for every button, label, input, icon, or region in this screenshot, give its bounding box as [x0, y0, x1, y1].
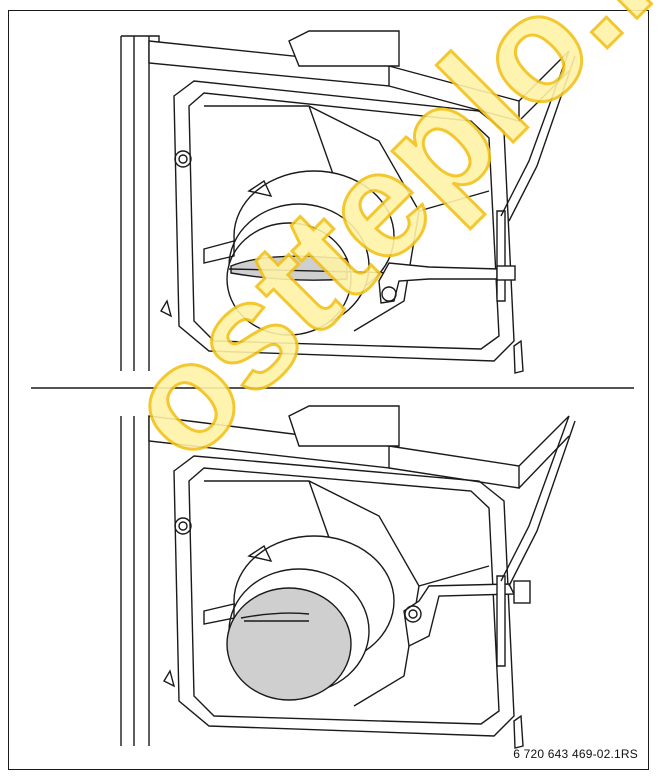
- figure-frame: 6 720 643 469-02.1RS: [8, 10, 649, 770]
- damper-closed-view: [120, 30, 576, 374]
- damper-open-view: [120, 405, 576, 749]
- separator-line: [31, 387, 634, 389]
- figure-caption: 6 720 643 469-02.1RS: [513, 747, 638, 761]
